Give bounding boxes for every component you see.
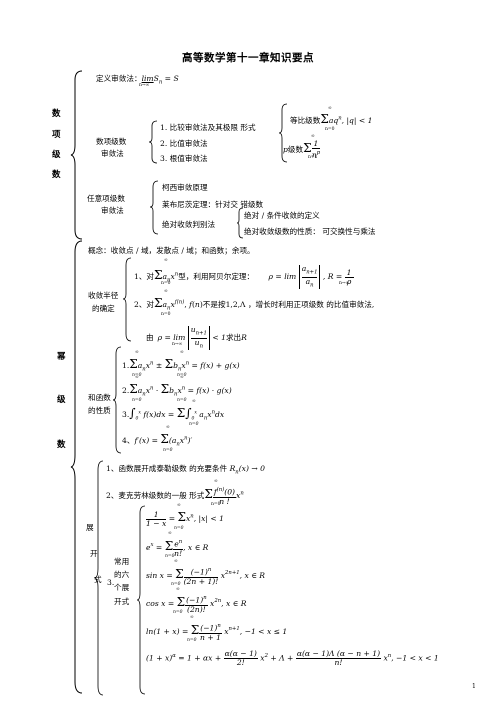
expand-item: 1、函数展开成泰勒级数 的充要条件 Rn(x) → 0 (106, 464, 265, 476)
radius-label: 的确定 (92, 304, 115, 313)
vertical-label-char: 幂 (57, 352, 66, 362)
common-label: 的六 (114, 570, 130, 579)
expand-label: 展 (86, 523, 94, 532)
expand-label: 开 (90, 549, 98, 558)
common-brace (136, 505, 146, 695)
abs-item: 绝对收敛级数的性质： 可交换性与乘法 (244, 227, 376, 236)
any-criterion-item: 柯西审敛原理 (162, 183, 208, 192)
formula-cos: cos x = Σ(−1)n(2n)! x2n, x ∈ R ∞ n=0 (146, 587, 247, 615)
vertical-label-char: 级 (57, 395, 66, 405)
radius-brace (122, 257, 132, 342)
big-brace (70, 70, 83, 240)
common-label: 常用 (114, 557, 130, 566)
page-number: 1 (472, 683, 476, 690)
any-criteria-label: 审敛法 (101, 206, 124, 215)
radius-label: 收敛半径 (88, 291, 119, 300)
vertical-label-char: 数 (52, 109, 61, 119)
vertical-label-char: 级 (52, 150, 61, 160)
any-criteria-label: 任意项级数 (87, 194, 125, 203)
sum-item: 4、f′(x) = Σ(anxn)′ ∞ n=0 (122, 425, 193, 453)
abs-item: 绝对 / 条件收敛的定义 (244, 211, 320, 220)
common-index: 3. (107, 578, 115, 587)
concept-text: 概念：收敛点 / 域，发散点 / 域；和函数；余项。 (88, 246, 255, 255)
common-label: 个展 (114, 583, 130, 592)
criterion-item: 3. 根值审敛法 (160, 154, 208, 163)
criterion-item: 2. 比值审敛法 (160, 139, 208, 148)
series-brace (278, 103, 288, 163)
vertical-label-char: 项 (52, 130, 61, 140)
sum-item: 2.Σanxn · Σbnxn = f(x) · g(x) ∞ n=0 ∞ n=… (122, 375, 232, 403)
inner-brace (148, 120, 158, 164)
page-title: 高等数学第十一章知识要点 (182, 52, 314, 64)
common-label: 开式 (114, 597, 130, 606)
sum-label: 的性质 (88, 406, 111, 415)
formula-binomial: (1 + x)α = 1 + αx + α(α − 1)2! x2 + Λ + … (146, 649, 439, 667)
num-criteria-label: 审敛法 (101, 149, 124, 158)
sum-label: 和函数 (88, 393, 111, 402)
any-criterion-item: 莱布尼茨定理：针对交 错级数 (162, 200, 264, 209)
any-criterion-item: 绝对收敛判别法 (162, 220, 216, 229)
vertical-label-char: 数 (52, 170, 61, 180)
abs-brace (236, 207, 244, 239)
big-brace (70, 240, 83, 694)
sum-item: 1.Σanxn ± Σbnxn = f(x) + g(x) ∞ n=0 ∞ n=… (122, 350, 240, 378)
definition-criterion: 定义审敛法：limSn = S n→∞ (96, 74, 179, 88)
sum-item: 3.∫0x f(x)dx = Σ∫0x anxndx ∞ n=0 (122, 399, 225, 427)
geometric-series: 等比级数Σaqn, |q| < 1 ∞ n=0 (290, 106, 373, 132)
vertical-label-char: 数 (57, 440, 66, 450)
radius-item: 2、对Σanxf(n), f(n)不是按1,2,Λ ，增长时利用正项级数 的比值… (134, 289, 375, 317)
num-criteria-label: 数项级数 (96, 137, 127, 146)
any-brace (149, 180, 159, 235)
formula-sin: sin x = Σ(−1)n(2n + 1)! x2n+1, x ∈ R ∞ n… (146, 559, 265, 587)
expand-brace (94, 460, 104, 696)
criterion-item: 1. 比较审敛法及其极限 形式 (160, 123, 256, 132)
sum-brace (112, 346, 122, 454)
expand-label: 式 (94, 575, 102, 584)
